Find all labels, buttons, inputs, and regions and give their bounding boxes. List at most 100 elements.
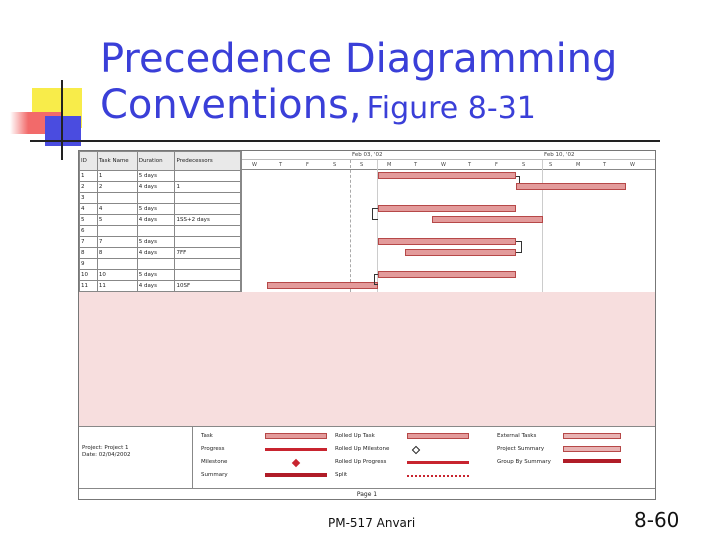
row-id: 11 — [79, 280, 98, 292]
day-label: T — [414, 162, 418, 168]
row-duration: 5 days — [136, 269, 176, 281]
legend-group-summary-swatch — [563, 459, 621, 463]
row-duration: 4 days — [136, 181, 176, 193]
row-task-name: 5 — [96, 214, 138, 226]
day-label: M — [576, 162, 581, 168]
legend: Project: Project 1 Date: 02/04/2002 Task… — [79, 426, 655, 489]
course-label: PM-517 Anvari — [328, 516, 416, 530]
dependency-link — [374, 274, 378, 285]
row-task-name: 7 — [96, 236, 138, 248]
task-bar-10 — [378, 271, 516, 278]
task-bar-11 — [267, 282, 378, 289]
task-bar-4 — [378, 205, 516, 212]
day-label: S — [360, 162, 364, 168]
row-task-name: 10 — [96, 269, 138, 281]
row-task-name: 8 — [96, 247, 138, 259]
legend-progress-label: Progress — [201, 446, 225, 452]
legend-date-label: Date: 02/04/2002 — [82, 452, 131, 458]
legend-group-summary-label: Group By Summary — [497, 459, 551, 465]
legend-divider — [192, 427, 193, 489]
dependency-link — [516, 176, 520, 183]
row-predecessors — [174, 203, 241, 215]
row-id: 1 — [79, 170, 98, 182]
row-predecessors — [174, 258, 241, 270]
row-task-name: 11 — [96, 280, 138, 292]
week-label: Feb 10, '02 — [544, 152, 575, 158]
legend-project-label: Project: Project 1 — [82, 445, 129, 451]
day-label: M — [387, 162, 392, 168]
row-predecessors: 10SF — [174, 280, 241, 292]
legend-rolled-task-swatch — [407, 433, 469, 439]
task-table-header: ID Task Name Duration Predecessors — [79, 151, 241, 171]
table-row: 9 — [79, 258, 241, 270]
row-predecessors — [174, 192, 241, 204]
week-label: Feb 03, '02 — [352, 152, 383, 158]
row-duration: 4 days — [136, 280, 176, 292]
row-id: 4 — [79, 203, 98, 215]
day-label: T — [603, 162, 607, 168]
column-header-predecessors: Predecessors — [174, 151, 241, 171]
legend-external-label: External Tasks — [497, 433, 537, 439]
row-id: 6 — [79, 225, 98, 237]
legend-rolled-milestone-swatch — [411, 445, 421, 455]
row-id: 10 — [79, 269, 98, 281]
legend-milestone-swatch — [291, 458, 301, 468]
row-id: 7 — [79, 236, 98, 248]
legend-project-summary-swatch — [563, 446, 621, 452]
legend-external-swatch — [563, 433, 621, 439]
title-line-2-sub: Figure 8-31 — [366, 91, 536, 126]
day-header: W T F S S M T W T F S S M T W — [242, 160, 655, 170]
week-header: Feb 03, '02 Feb 10, '02 — [242, 151, 655, 160]
row-task-name — [96, 192, 138, 204]
row-duration — [136, 192, 176, 204]
row-duration: 5 days — [136, 203, 176, 215]
legend-split-label: Split — [335, 472, 348, 478]
today-line — [377, 160, 378, 292]
legend-task-label: Task — [201, 433, 213, 439]
legend-project-summary-label: Project Summary — [497, 446, 545, 452]
day-label: F — [306, 162, 309, 168]
row-duration — [136, 258, 176, 270]
legend-project-info: Project: Project 1 Date: 02/04/2002 — [82, 445, 192, 459]
day-label: W — [252, 162, 257, 168]
legend-rolled-progress-swatch — [407, 461, 469, 464]
task-bar-1 — [378, 172, 516, 179]
day-label: F — [495, 162, 498, 168]
day-label: S — [522, 162, 526, 168]
legend-rolled-task-label: Rolled Up Task — [335, 433, 375, 439]
legend-split-swatch — [407, 475, 469, 477]
row-id: 9 — [79, 258, 98, 270]
slide-title: Precedence Diagramming Conventions, Figu… — [100, 36, 700, 136]
legend-summary-label: Summary — [201, 472, 228, 478]
row-duration — [136, 225, 176, 237]
column-header-task-name: Task Name — [96, 151, 138, 171]
row-predecessors — [174, 170, 241, 182]
row-id: 8 — [79, 247, 98, 259]
table-row: 3 — [79, 192, 241, 204]
row-predecessors — [174, 236, 241, 248]
weekend-divider — [542, 160, 543, 292]
title-line-2: Conventions, Figure 8-31 — [100, 82, 700, 136]
row-id: 3 — [79, 192, 98, 204]
day-label: S — [549, 162, 553, 168]
row-id: 2 — [79, 181, 98, 193]
row-duration: 4 days — [136, 214, 176, 226]
task-bar-8 — [405, 249, 516, 256]
row-id: 5 — [79, 214, 98, 226]
row-duration: 4 days — [136, 247, 176, 259]
decorative-vertical-line — [61, 80, 63, 160]
row-duration: 5 days — [136, 170, 176, 182]
legend-milestone-label: Milestone — [201, 459, 228, 465]
row-duration: 5 days — [136, 236, 176, 248]
page-footer: Page 1 — [79, 488, 655, 499]
row-task-name: 4 — [96, 203, 138, 215]
row-predecessors — [174, 225, 241, 237]
